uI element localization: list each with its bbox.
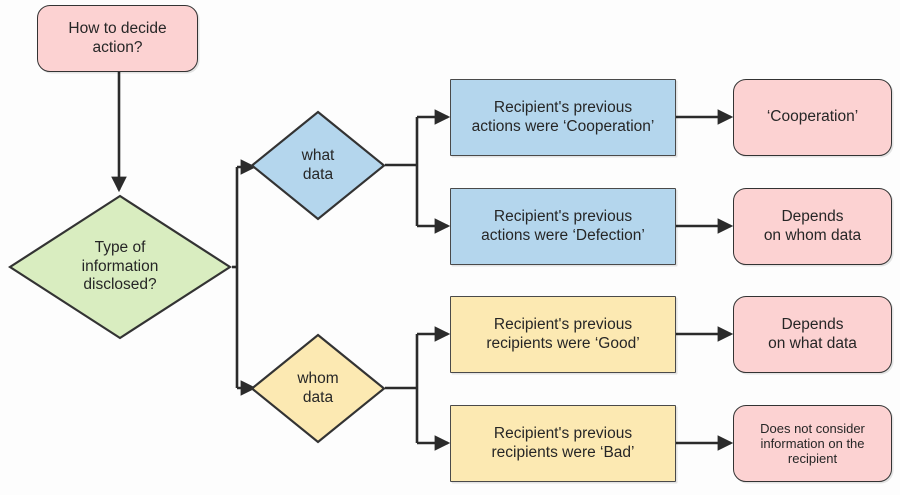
diamond-shape-blue (250, 110, 386, 221)
node-what-data-label: what data (302, 147, 335, 184)
node-start-line2: action? (92, 38, 143, 56)
node-outcome-cooperation[interactable]: ‘Cooperation’ (733, 79, 892, 156)
node-outcome-no-consider-line2: information on the (760, 435, 865, 451)
node-what-data-line1: what (301, 146, 335, 164)
node-recipients-good[interactable]: Recipient's previous recipients were ‘Go… (450, 296, 676, 373)
diamond-shape-green (8, 194, 232, 340)
node-what-data-line2: data (302, 165, 334, 183)
node-outcome-no-consider-label: Does not consider information on the rec… (753, 421, 872, 467)
node-recipients-bad-line1: Recipient's previous (493, 424, 633, 442)
node-type-line1: Type of (94, 239, 146, 257)
node-start-label: How to decide action? (61, 20, 173, 57)
node-start[interactable]: How to decide action? (37, 5, 198, 72)
node-outcome-depends-what[interactable]: Depends on what data (733, 296, 892, 373)
node-outcome-depends-whom-line1: Depends (781, 208, 844, 226)
diamond-shape-yellow (250, 333, 386, 444)
node-whom-data-line1: whom (297, 369, 339, 387)
node-outcome-cooperation-line1: ‘Cooperation’ (766, 108, 859, 126)
node-outcome-depends-what-label: Depends on what data (761, 316, 864, 353)
node-actions-defection-label: Recipient's previous actions were ‘Defec… (473, 208, 653, 245)
node-actions-cooperation-label: Recipient's previous actions were ‘Coope… (464, 99, 663, 136)
node-outcome-depends-whom[interactable]: Depends on whom data (733, 188, 892, 265)
node-actions-defection-line1: Recipient's previous (493, 207, 633, 225)
node-outcome-cooperation-label: ‘Cooperation’ (760, 108, 865, 126)
node-what-data[interactable]: what data (250, 110, 386, 221)
node-recipients-bad-label: Recipient's previous recipients were ‘Ba… (483, 425, 642, 462)
node-type-line2: information (81, 257, 159, 275)
node-recipients-bad-line2: recipients were ‘Bad’ (491, 443, 635, 461)
node-whom-data-label: whom data (297, 370, 338, 407)
node-type-of-information-label: Type of information disclosed? (82, 239, 159, 295)
node-actions-cooperation-line1: Recipient's previous (493, 98, 633, 116)
node-whom-data[interactable]: whom data (250, 333, 386, 444)
node-recipients-bad[interactable]: Recipient's previous recipients were ‘Ba… (450, 405, 676, 482)
node-type-of-information[interactable]: Type of information disclosed? (8, 194, 232, 340)
node-actions-defection-line2: actions were ‘Defection’ (481, 226, 645, 244)
node-actions-cooperation-line2: actions were ‘Cooperation’ (471, 117, 655, 135)
node-outcome-depends-whom-line2: on whom data (763, 226, 862, 244)
node-recipients-good-line1: Recipient's previous (493, 315, 633, 333)
node-outcome-depends-what-line1: Depends (781, 316, 844, 334)
node-outcome-depends-what-line2: on what data (768, 334, 857, 352)
node-outcome-no-consider-line1: Does not consider (760, 420, 865, 436)
node-outcome-no-consider-line3: recipient (787, 451, 838, 467)
node-type-line3: disclosed? (83, 276, 157, 294)
node-actions-cooperation[interactable]: Recipient's previous actions were ‘Coope… (450, 79, 676, 156)
node-actions-defection[interactable]: Recipient's previous actions were ‘Defec… (450, 188, 676, 265)
node-outcome-depends-whom-label: Depends on whom data (757, 208, 868, 245)
node-start-line1: How to decide (68, 20, 167, 38)
node-outcome-no-consider[interactable]: Does not consider information on the rec… (733, 405, 892, 482)
node-recipients-good-line2: recipients were ‘Good’ (486, 334, 640, 352)
node-whom-data-line2: data (302, 388, 334, 406)
node-recipients-good-label: Recipient's previous recipients were ‘Go… (478, 316, 647, 353)
